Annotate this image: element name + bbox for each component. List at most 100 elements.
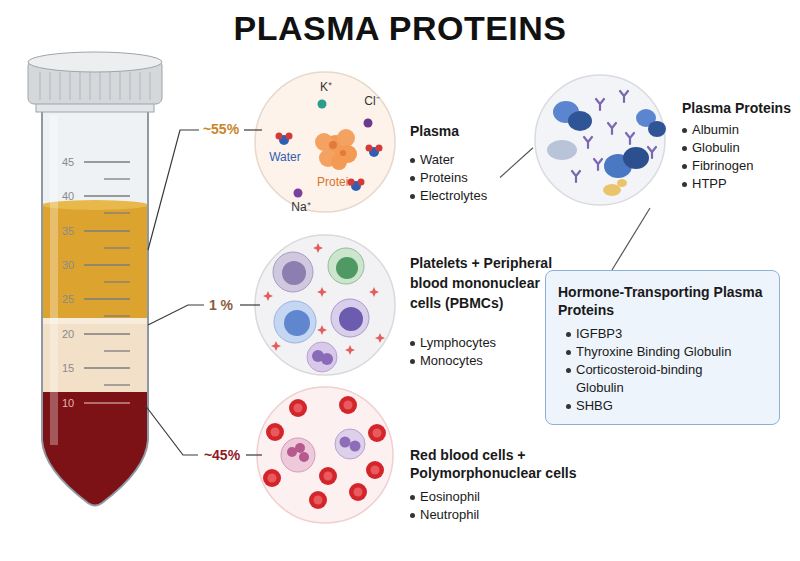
illustration-part — [84, 195, 130, 196]
list-item: Thyroxine Binding Globulin — [576, 343, 744, 361]
illustration-part — [623, 147, 649, 169]
illustration-part — [368, 424, 386, 442]
illustration-part — [648, 121, 666, 137]
bullet-dot — [410, 158, 415, 163]
list-item: Monocytes — [420, 352, 483, 370]
rbc-illustration — [263, 396, 386, 509]
scale-number: 25 — [62, 293, 74, 305]
illustration-part — [281, 438, 315, 472]
illustration-part — [547, 140, 577, 160]
scale-number: 30 — [62, 259, 74, 271]
pbmc-circle: Platelets + Peripheral blood mononuclear… — [255, 235, 555, 375]
illustration-part — [340, 150, 346, 156]
list-item: Water — [420, 151, 454, 169]
illustration-part — [572, 171, 580, 182]
illustration-part — [282, 261, 306, 285]
illustration-part — [572, 91, 656, 182]
circle-shape — [255, 235, 395, 375]
illustration-part — [348, 179, 365, 192]
illustration-part — [271, 428, 280, 437]
scale-number: 45 — [62, 156, 74, 168]
tube-body — [0, 108, 200, 522]
illustration-part — [349, 483, 367, 501]
scale-number: 10 — [62, 397, 74, 409]
illustration-part — [307, 342, 337, 372]
illustration-part — [603, 184, 621, 196]
illustration-part — [42, 200, 148, 210]
illustration-part — [364, 119, 373, 128]
plasma-illustration — [276, 100, 383, 198]
illustration-part — [314, 496, 323, 505]
chem-label: Na⁺ — [291, 200, 310, 214]
illustration-part — [553, 101, 579, 123]
illustration-part — [240, 304, 260, 305]
illustration-part — [315, 129, 357, 170]
illustration-part — [263, 243, 385, 355]
connector-line — [500, 148, 533, 178]
leader-line — [145, 130, 262, 455]
illustration-part — [319, 149, 337, 167]
bullet-dot — [410, 176, 415, 181]
bullet-dot — [566, 368, 571, 373]
illustration-part — [139, 72, 140, 100]
illustration-part — [84, 230, 130, 231]
illustration-part — [263, 469, 281, 487]
illustration-part — [104, 247, 130, 248]
chem-label: Cl⁻ — [364, 94, 379, 108]
illustration-part — [49, 72, 50, 100]
illustration-part — [84, 333, 130, 334]
illustration-part — [0, 205, 200, 318]
list-item: Electrolytes — [420, 187, 487, 205]
illustration-part — [375, 333, 385, 343]
illustration-part — [349, 483, 367, 501]
illustration-part — [266, 423, 284, 441]
list-item: SHBG — [576, 397, 744, 415]
illustration-part — [366, 145, 373, 152]
tube-cap — [28, 52, 162, 112]
list-item: Corticosteroid-binding Globulin — [576, 361, 744, 397]
illustration-part — [608, 123, 616, 134]
percent-label: ~45% — [204, 447, 240, 463]
illustration-part — [276, 133, 293, 146]
illustration-part — [319, 467, 337, 485]
circle-shape — [535, 75, 665, 205]
illustration-part — [371, 466, 380, 475]
illustration-part — [104, 178, 130, 179]
node-heading: Platelets + Peripheral blood mononuclear… — [410, 253, 555, 313]
scale-number: 20 — [62, 328, 74, 340]
list-item: Globulin — [692, 139, 740, 157]
illustration-part — [339, 396, 357, 414]
illustration-part — [339, 307, 363, 331]
bullet-dot — [566, 404, 571, 409]
illustration-part — [279, 135, 289, 145]
illustration-part — [289, 399, 307, 417]
diagram-title: PLASMA PROTEINS — [0, 8, 800, 48]
illustration-part — [148, 130, 199, 250]
illustration-part — [331, 299, 369, 337]
chem-label: K⁺ — [320, 80, 332, 94]
node-heading: Red blood cells + Polymorphonuclear cell… — [410, 446, 595, 482]
illustration-part — [84, 264, 130, 265]
illustration-part — [366, 145, 383, 158]
illustration-part — [345, 345, 355, 355]
illustration-part — [648, 147, 656, 158]
list-item: Neutrophil — [420, 506, 479, 524]
illustration-part — [263, 291, 273, 301]
illustration-part — [0, 392, 200, 522]
illustration-part — [104, 350, 130, 351]
illustration-part — [594, 159, 602, 170]
illustration-part — [129, 72, 130, 100]
plasma-circle: K⁺Cl⁻WaterProteinNa⁺PlasmaWaterProteinsE… — [255, 71, 500, 213]
illustration-part — [263, 469, 281, 487]
illustration-part — [42, 108, 148, 506]
illustration-part — [84, 298, 130, 299]
bullet-dot — [566, 350, 571, 355]
illustration-part — [584, 137, 592, 148]
bullet-dot — [566, 332, 571, 337]
illustration-part — [148, 305, 204, 325]
illustration-part — [246, 454, 262, 455]
illustration-part — [568, 111, 592, 131]
illustration-part — [313, 243, 323, 253]
